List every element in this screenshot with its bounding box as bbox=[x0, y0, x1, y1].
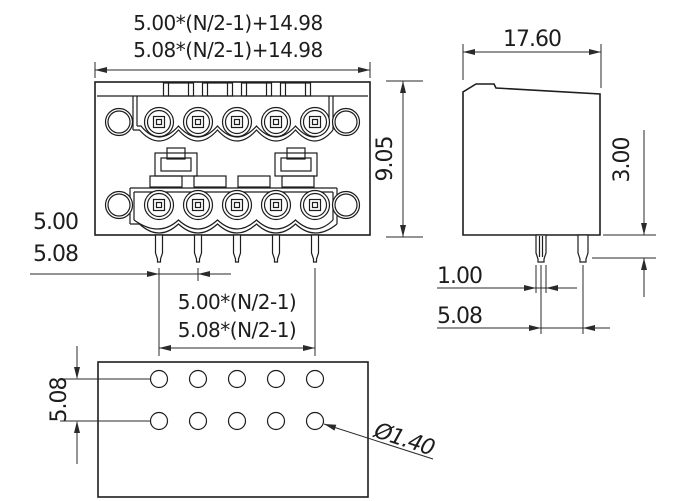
front-mounting-holes bbox=[104, 107, 361, 220]
solder-pin bbox=[310, 234, 320, 263]
dim-pin-length-label: 3.00 bbox=[610, 138, 635, 183]
arrowhead bbox=[159, 345, 171, 351]
arrowhead bbox=[589, 49, 601, 55]
dim-overall-width-label-b: 5.08*(N/2-1)+14.98 bbox=[133, 38, 323, 62]
front-solder-pins bbox=[154, 234, 320, 263]
pin-hole bbox=[188, 411, 208, 431]
dim-front-height: 9.05 bbox=[373, 80, 423, 238]
dim-bottom-row-pitch: 5.08 bbox=[47, 346, 80, 464]
divider-tab bbox=[279, 82, 312, 97]
bottom-body-outline bbox=[97, 361, 369, 498]
screw-terminal bbox=[260, 189, 292, 221]
dim-side-row-pitch: 5.08 bbox=[437, 265, 610, 334]
front-lower-scallop-outer bbox=[130, 223, 338, 234]
screw-terminal bbox=[260, 106, 292, 138]
front-body-outline bbox=[94, 81, 371, 236]
pin-hole bbox=[227, 411, 247, 431]
dim-pin-length: 3.00 bbox=[592, 130, 656, 297]
front-top-tabs bbox=[162, 82, 312, 97]
bottom-pin-holes bbox=[149, 369, 325, 431]
pin-hole bbox=[305, 369, 325, 389]
screw-terminal bbox=[299, 189, 331, 221]
dim-side-depth-label: 17.60 bbox=[503, 27, 561, 52]
solder-pin bbox=[271, 234, 281, 263]
dim-front-height-label: 9.05 bbox=[373, 137, 398, 182]
pin-hole bbox=[266, 411, 286, 431]
arrowhead bbox=[400, 81, 406, 93]
front-latches bbox=[154, 147, 318, 177]
pin-hole bbox=[149, 411, 169, 431]
screw-terminal bbox=[143, 189, 175, 221]
bottom-view bbox=[60, 361, 369, 498]
pin-hole bbox=[305, 411, 325, 431]
dim-overall-width: 5.00*(N/2-1)+14.98 5.08*(N/2-1)+14.98 bbox=[94, 11, 371, 78]
pin-hole bbox=[149, 369, 169, 389]
dim-bottom-row-pitch-label: 5.08 bbox=[47, 378, 72, 423]
side-view bbox=[462, 83, 601, 263]
screw-terminal bbox=[299, 106, 331, 138]
dim-pin-pitch: 5.00 5.08 bbox=[30, 210, 316, 356]
front-lower-scallop-inner bbox=[133, 219, 334, 230]
arrowhead bbox=[546, 285, 558, 291]
dim-pin-width: 1.00 bbox=[437, 264, 577, 293]
arrowhead bbox=[358, 67, 370, 73]
divider-tab bbox=[201, 82, 234, 97]
arrowhead bbox=[529, 325, 541, 331]
dim-pin-pitch-label-a: 5.00 bbox=[33, 210, 78, 235]
mounting-hole bbox=[104, 190, 134, 220]
arrowhead bbox=[74, 421, 80, 433]
mounting-hole bbox=[104, 107, 134, 137]
dim-pin-span: 5.00*(N/2-1) 5.08*(N/2-1) bbox=[159, 290, 315, 351]
leader-hole-diameter: Ø1.40 bbox=[323, 418, 437, 461]
front-upper-scallop-outer bbox=[133, 129, 334, 142]
solder-pin bbox=[154, 234, 164, 263]
front-terminal-rows bbox=[143, 106, 331, 221]
divider-tab bbox=[240, 82, 273, 97]
screw-terminal bbox=[221, 106, 253, 138]
screw-terminal bbox=[143, 106, 175, 138]
pin-hole bbox=[188, 369, 208, 389]
arrowhead bbox=[524, 285, 536, 291]
arrowhead bbox=[74, 367, 80, 379]
arrowhead bbox=[95, 67, 107, 73]
mounting-hole bbox=[331, 190, 361, 220]
dim-pin-span-label-b: 5.08*(N/2-1) bbox=[178, 318, 297, 342]
dim-overall-width-label-a: 5.00*(N/2-1)+14.98 bbox=[133, 11, 323, 35]
front-view bbox=[94, 81, 371, 263]
arrowhead bbox=[583, 325, 595, 331]
screw-terminal bbox=[221, 189, 253, 221]
mounting-hole bbox=[331, 107, 361, 137]
divider-tab bbox=[162, 82, 195, 97]
dim-side-row-pitch-label: 5.08 bbox=[437, 304, 482, 329]
arrowhead bbox=[198, 271, 210, 277]
dim-pin-span-label-a: 5.00*(N/2-1) bbox=[178, 290, 297, 314]
arrowhead bbox=[641, 223, 647, 235]
screw-terminal bbox=[182, 106, 214, 138]
arrowhead bbox=[463, 49, 475, 55]
front-vent-slots bbox=[149, 175, 315, 188]
dim-side-depth: 17.60 bbox=[462, 27, 602, 88]
side-pins bbox=[535, 234, 589, 263]
arrowhead bbox=[641, 258, 647, 270]
solder-pin bbox=[232, 234, 242, 263]
arrowhead bbox=[303, 345, 315, 351]
dim-pin-width-label: 1.00 bbox=[437, 264, 482, 289]
solder-pin bbox=[193, 234, 203, 263]
arrowhead bbox=[147, 271, 159, 277]
arrowhead bbox=[324, 424, 337, 431]
side-body-outline bbox=[462, 83, 601, 236]
pin-hole bbox=[227, 369, 247, 389]
arrowhead bbox=[400, 225, 406, 237]
dim-pin-pitch-label-b: 5.08 bbox=[33, 242, 78, 267]
screw-terminal bbox=[182, 189, 214, 221]
pin-hole bbox=[266, 369, 286, 389]
dim-hole-diameter-label: Ø1.40 bbox=[370, 418, 437, 461]
